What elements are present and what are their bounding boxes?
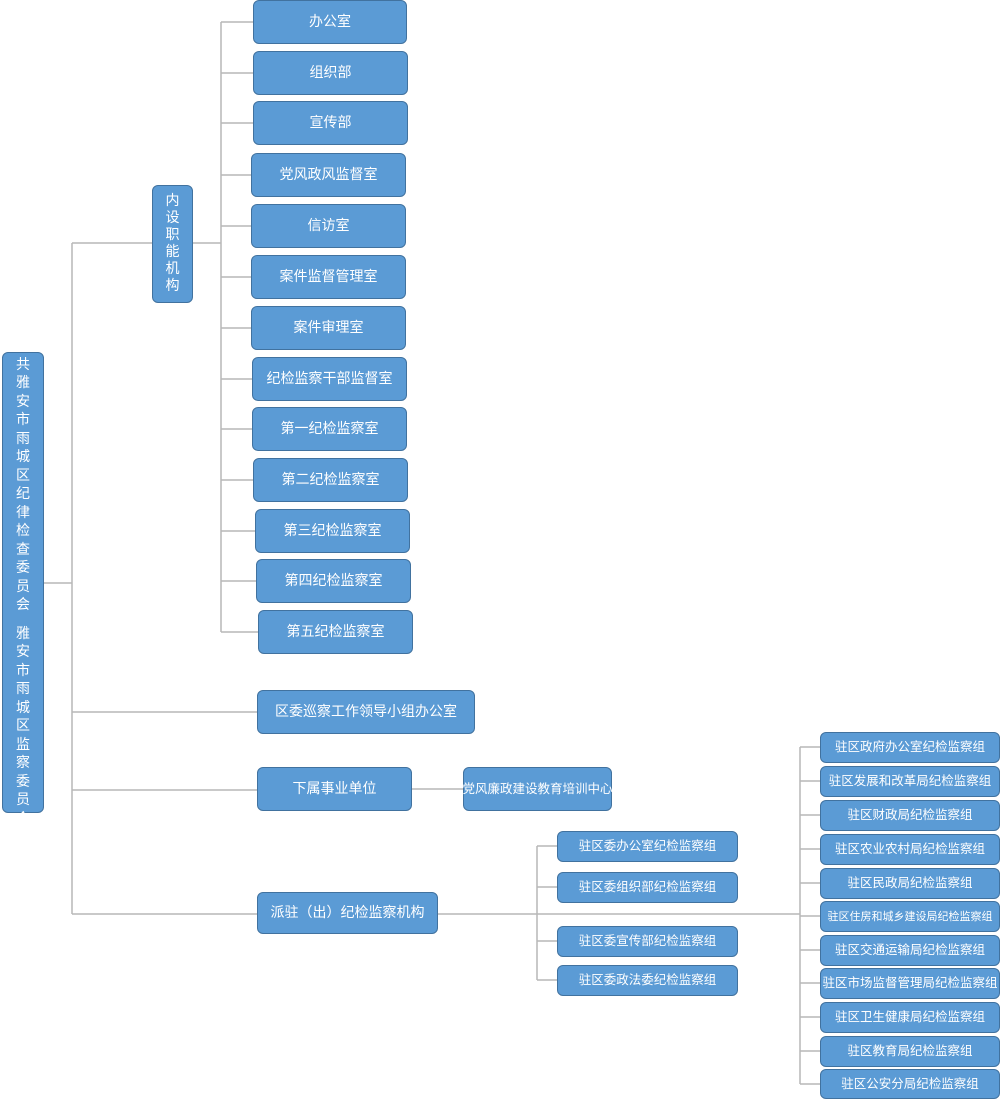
gov-group-node: 驻区发展和改革局纪检监察组 — [820, 766, 1000, 797]
root-char: 雨 — [16, 681, 30, 697]
root-char: 委 — [16, 773, 30, 790]
root-char: 雅 — [16, 625, 30, 642]
root-char: 区 — [16, 467, 30, 484]
internal-bodies-node: 内 设 职 能 机 构 — [152, 185, 193, 303]
gov-group-node: 驻区财政局纪检监察组 — [820, 800, 1000, 831]
root-char: 城 — [16, 449, 30, 465]
root-node: 中 共 雅 安 市 雨 城 区 纪 律 检 查 委 员 会 雅 安 市 雨 城 … — [2, 338, 44, 827]
party-group-node: 驻区委政法委纪检监察组 — [557, 965, 738, 996]
root-char: 会 — [16, 597, 30, 613]
dept-node: 办公室 — [253, 0, 407, 44]
dept-node: 组织部 — [253, 51, 408, 95]
dept-node: 第二纪检监察室 — [253, 458, 408, 502]
node-char: 机 — [165, 261, 180, 277]
root-char: 会 — [16, 810, 30, 827]
dept-node: 党风政风监督室 — [251, 153, 406, 197]
node-char: 内 — [165, 193, 180, 209]
party-group-node: 驻区委组织部纪检监察组 — [557, 872, 738, 903]
root-char: 共 — [16, 356, 30, 373]
dept-node: 纪检监察干部监督室 — [252, 357, 407, 401]
root-char: 安 — [16, 393, 30, 410]
dept-node: 案件审理室 — [251, 306, 406, 350]
root-char: 查 — [16, 541, 30, 558]
party-group-node: 驻区委办公室纪检监察组 — [557, 831, 738, 862]
root-char: 雨 — [16, 430, 30, 447]
training-center-node: 党风廉政建设教育培训中心 — [463, 767, 613, 811]
root-char: 市 — [16, 412, 30, 428]
inspection-office-node: 区委巡察工作领导小组办公室 — [257, 690, 475, 734]
root-char: 员 — [16, 578, 30, 595]
node-char: 构 — [165, 278, 180, 294]
dept-node: 第五纪检监察室 — [258, 610, 413, 654]
root-char: 区 — [16, 718, 30, 734]
gov-group-node: 驻区交通运输局纪检监察组 — [820, 935, 1000, 966]
root-char: 雅 — [16, 375, 30, 391]
node-char: 能 — [165, 244, 180, 260]
gov-group-node: 驻区民政局纪检监察组 — [820, 868, 1000, 899]
gov-group-node: 驻区卫生健康局纪检监察组 — [820, 1002, 1000, 1033]
root-char: 城 — [16, 699, 30, 716]
root-char: 员 — [16, 792, 30, 808]
root-char: 检 — [16, 523, 30, 539]
root-char: 律 — [16, 504, 30, 521]
dispatched-node: 派驻（出）纪检监察机构 — [257, 892, 438, 934]
node-char: 职 — [165, 227, 180, 243]
root-char: 安 — [16, 644, 30, 660]
root-char: 中 — [16, 338, 30, 354]
gov-group-node: 驻区市场监督管理局纪检监察组 — [820, 968, 1000, 999]
dept-node: 信访室 — [251, 204, 406, 248]
dept-node: 第四纪检监察室 — [256, 559, 411, 603]
party-group-node: 驻区委宣传部纪检监察组 — [557, 926, 738, 957]
dept-node: 宣传部 — [253, 101, 408, 145]
root-char: 委 — [16, 560, 30, 576]
root-commission-name: 中 共 雅 安 市 雨 城 区 纪 律 检 查 委 员 会 雅 安 市 雨 城 … — [16, 337, 30, 828]
root-char: 监 — [16, 736, 30, 753]
dept-node: 案件监督管理室 — [251, 255, 406, 299]
gov-group-node: 驻区住房和城乡建设局纪检监察组 — [820, 901, 1000, 932]
root-char: 市 — [16, 662, 30, 679]
gov-group-node: 驻区农业农村局纪检监察组 — [820, 834, 1000, 865]
gov-group-node: 驻区政府办公室纪检监察组 — [820, 732, 1000, 763]
dept-node: 第一纪检监察室 — [252, 407, 407, 451]
root-char: 察 — [16, 755, 30, 771]
gov-group-node: 驻区公安分局纪检监察组 — [820, 1069, 1000, 1099]
root-char: 纪 — [16, 486, 30, 502]
node-char: 设 — [165, 210, 180, 226]
gov-group-node: 驻区教育局纪检监察组 — [820, 1036, 1000, 1067]
subsidiary-node: 下属事业单位 — [257, 767, 412, 811]
dept-node: 第三纪检监察室 — [255, 509, 410, 553]
